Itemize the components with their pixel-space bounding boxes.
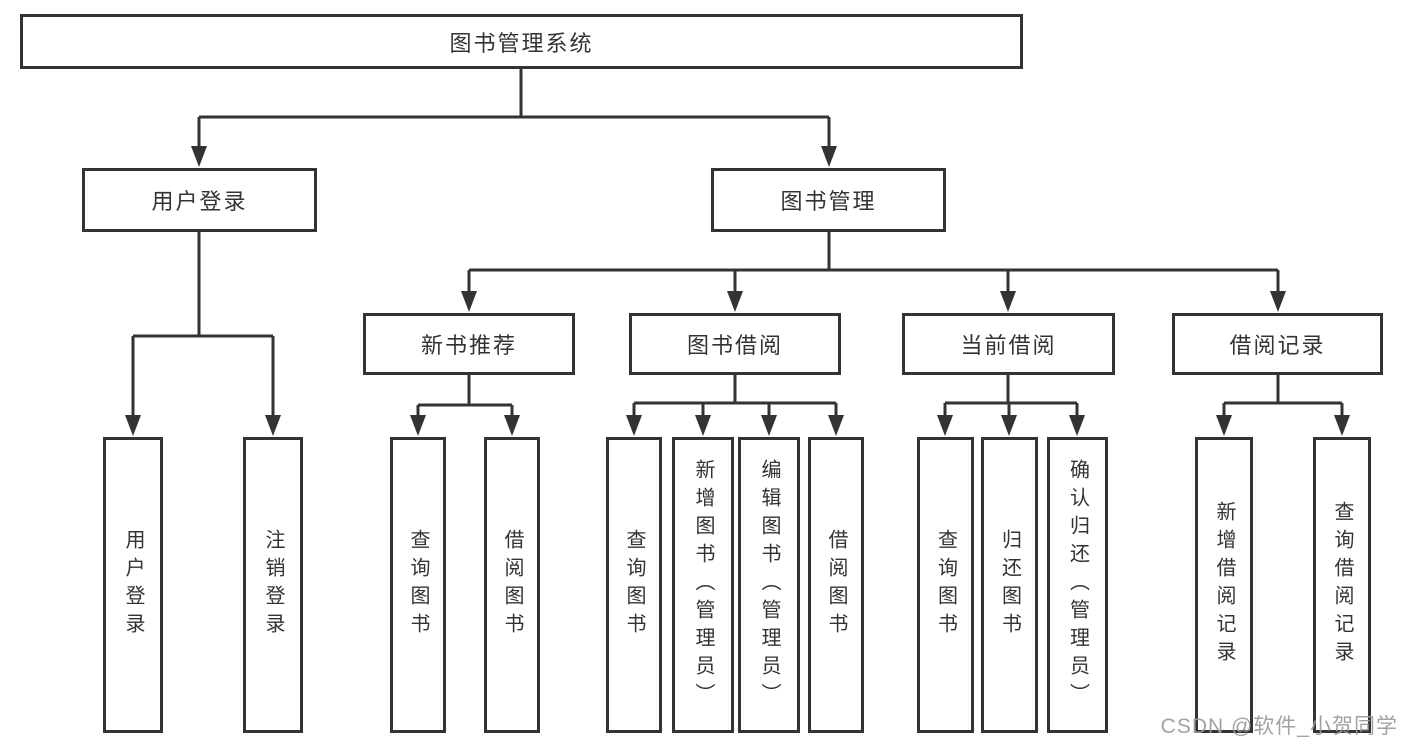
leaf-return-books: 归还图书 (981, 437, 1038, 733)
node-label: 编辑图书（管理员） (758, 459, 780, 711)
node-label: 新增图书（管理员） (692, 459, 714, 711)
node-label: 图书管理系统 (449, 30, 594, 56)
leaf-edit-books-admin: 编辑图书（管理员） (738, 437, 800, 733)
leaf-logout: 注销登录 (243, 437, 303, 733)
node-label: 借阅图书 (825, 529, 847, 641)
node-label: 图书借阅 (686, 333, 783, 358)
leaf-query-books-borrow: 查询图书 (606, 437, 662, 733)
node-label: 查询图书 (934, 529, 957, 641)
leaf-query-borrow-record: 查询借阅记录 (1313, 437, 1371, 733)
leaf-borrow-books-recommend: 借阅图书 (484, 437, 540, 733)
node-library-management-system: 图书管理系统 (20, 14, 1023, 69)
leaf-query-books-current: 查询图书 (917, 437, 974, 733)
leaf-confirm-return-admin: 确认归还（管理员） (1047, 437, 1108, 733)
node-label: 新增借阅记录 (1213, 501, 1235, 669)
leaf-add-books-admin: 新增图书（管理员） (672, 437, 734, 733)
node-label: 用户登录 (151, 189, 248, 214)
node-user-login: 用户登录 (82, 168, 317, 232)
node-label: 查询图书 (623, 529, 645, 641)
leaf-query-books-recommend: 查询图书 (390, 437, 446, 733)
leaf-add-borrow-record: 新增借阅记录 (1195, 437, 1253, 733)
leaf-user-login: 用户登录 (103, 437, 163, 733)
node-borrowing-records: 借阅记录 (1172, 313, 1383, 375)
node-current-borrowing: 当前借阅 (902, 313, 1115, 375)
node-book-management: 图书管理 (711, 168, 946, 232)
node-label: 查询借阅记录 (1331, 501, 1353, 669)
node-label: 归还图书 (998, 529, 1021, 641)
csdn-watermark: CSDN @软件_小贺同学 (1160, 715, 1398, 738)
node-label: 借阅图书 (501, 529, 523, 641)
leaf-borrow-books: 借阅图书 (808, 437, 864, 733)
node-label: 确认归还（管理员） (1066, 459, 1089, 711)
node-label: 注销登录 (262, 529, 284, 641)
node-label: 图书管理 (780, 189, 877, 214)
node-label: 查询图书 (407, 529, 429, 641)
node-new-book-recommendation: 新书推荐 (363, 313, 575, 375)
node-label: 用户登录 (122, 529, 144, 641)
node-book-borrowing: 图书借阅 (629, 313, 841, 375)
node-label: 新书推荐 (420, 333, 517, 358)
node-label: 借阅记录 (1229, 333, 1326, 358)
node-label: 当前借阅 (960, 333, 1057, 358)
